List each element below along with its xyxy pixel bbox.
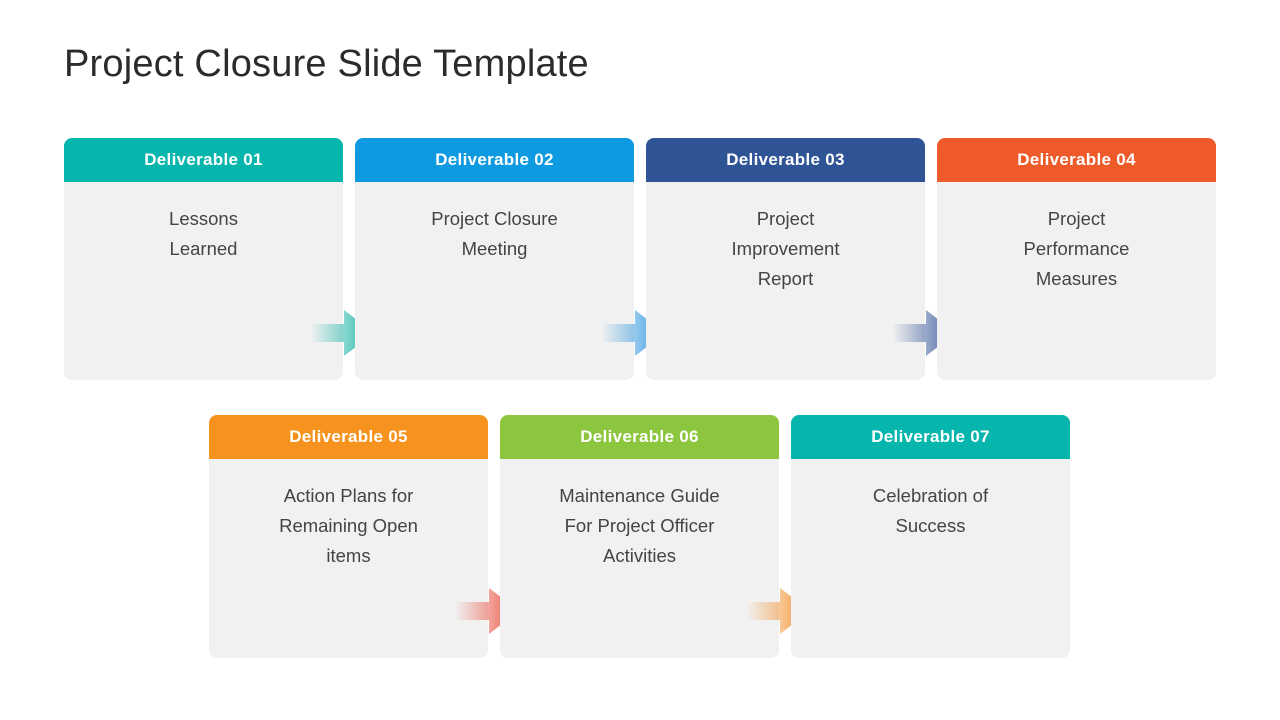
deliverable-card-header: Deliverable 04 <box>937 138 1216 182</box>
deliverable-card[interactable]: Deliverable 07 Celebration of Success <box>791 415 1070 658</box>
deliverable-card-body-line: Performance <box>1023 238 1130 259</box>
deliverable-card-body-line: items <box>326 545 371 566</box>
deliverable-card-body-line: Celebration of <box>872 485 989 506</box>
deliverable-card-body-line: Lessons <box>169 208 238 229</box>
deliverable-card-body-line: For Project Officer <box>564 515 715 536</box>
deliverable-card-body-line: Meeting <box>461 238 528 259</box>
deliverable-card-body-line: Project <box>756 208 815 229</box>
deliverable-card-body-line: Project Closure <box>431 208 558 229</box>
deliverable-card-header: Deliverable 01 <box>64 138 343 182</box>
deliverable-card-body-line: Improvement <box>731 238 840 259</box>
page-title: Project Closure Slide Template <box>64 43 589 85</box>
deliverable-card-header: Deliverable 05 <box>209 415 488 459</box>
deliverable-card-body-line: Action Plans for <box>283 485 414 506</box>
deliverable-card-body-line: Report <box>757 268 814 289</box>
deliverable-card-body-line: Project <box>1047 208 1106 229</box>
deliverable-card-header: Deliverable 06 <box>500 415 779 459</box>
deliverable-card-header: Deliverable 03 <box>646 138 925 182</box>
deliverable-card-body-line: Success <box>895 515 966 536</box>
deliverable-card-header: Deliverable 07 <box>791 415 1070 459</box>
deliverable-card-body-line: Activities <box>603 545 676 566</box>
deliverable-card-header: Deliverable 02 <box>355 138 634 182</box>
deliverable-card-body: Celebration of Success <box>791 459 1070 658</box>
deliverable-card-body-line: Measures <box>1035 268 1118 289</box>
deliverable-card-body-line: Learned <box>169 238 238 259</box>
deliverable-card-body-line: Remaining Open <box>279 515 418 536</box>
deliverable-card-body-line: Maintenance Guide <box>559 485 720 506</box>
